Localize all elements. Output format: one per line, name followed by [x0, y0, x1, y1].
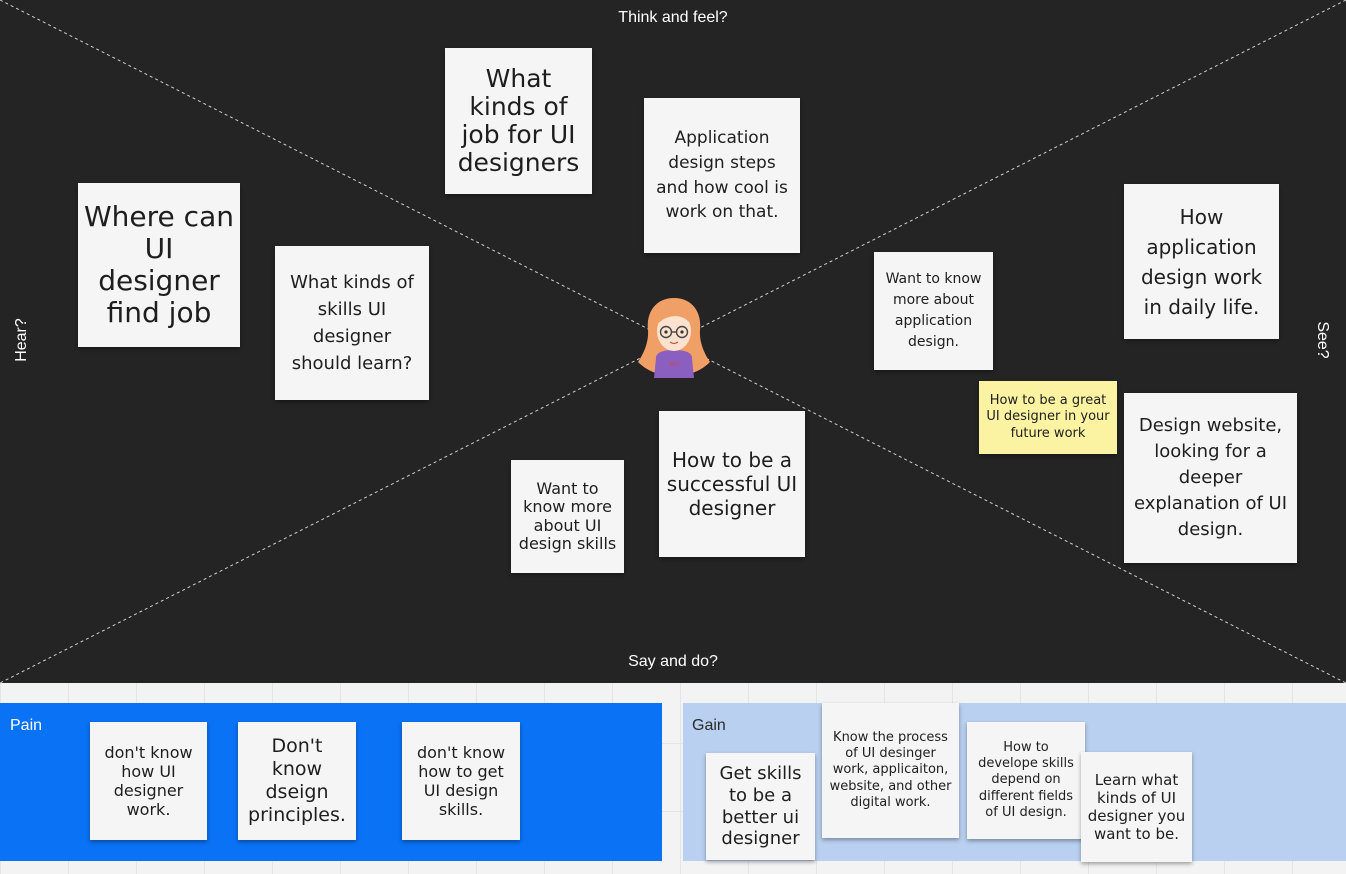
sticky-note[interactable]: What kinds of skills UI designer should …: [275, 246, 429, 400]
quadrant-label-see: See?: [1314, 321, 1331, 359]
sticky-note-highlighted[interactable]: How to be a great UI designer in your fu…: [979, 381, 1117, 454]
empathy-map-board: Think and feel? Say and do? Hear? See? W…: [0, 0, 1346, 683]
pain-sticky-note[interactable]: don't know how UI designer work.: [90, 722, 207, 840]
sticky-note[interactable]: Want to know more about application desi…: [874, 252, 993, 370]
persona-avatar: SPU: [638, 298, 710, 378]
gain-sticky-note[interactable]: Get skills to be a better ui designer: [706, 753, 815, 860]
sticky-note[interactable]: Want to know more about UI design skills: [511, 460, 624, 573]
pain-sticky-note[interactable]: Don't know dseign principles.: [238, 722, 356, 840]
sticky-note[interactable]: What kinds of job for UI designers: [445, 48, 592, 194]
gain-sticky-note[interactable]: Know the process of UI desinger work, ap…: [822, 703, 959, 838]
svg-text:SPU: SPU: [669, 362, 679, 368]
gain-sticky-note[interactable]: Learn what kinds of UI designer you want…: [1081, 752, 1192, 862]
sticky-note[interactable]: Where can UI designer find job: [78, 183, 240, 347]
quadrant-label-think: Think and feel?: [618, 9, 728, 26]
sticky-note[interactable]: Design website, looking for a deeper exp…: [1124, 393, 1297, 563]
quadrant-label-hear: Hear?: [13, 318, 30, 362]
gain-label: Gain: [692, 717, 726, 734]
sticky-note[interactable]: How to be a successful UI designer: [659, 411, 805, 557]
quadrant-label-say: Say and do?: [628, 653, 718, 670]
gain-sticky-note[interactable]: How to develope skills depend on differe…: [967, 722, 1085, 839]
pain-sticky-note[interactable]: don't know how to get UI design skills.: [402, 722, 520, 840]
pain-label: Pain: [10, 717, 43, 734]
sticky-note[interactable]: How application design work in daily lif…: [1124, 184, 1279, 339]
sticky-note[interactable]: Application design steps and how cool is…: [644, 98, 800, 253]
